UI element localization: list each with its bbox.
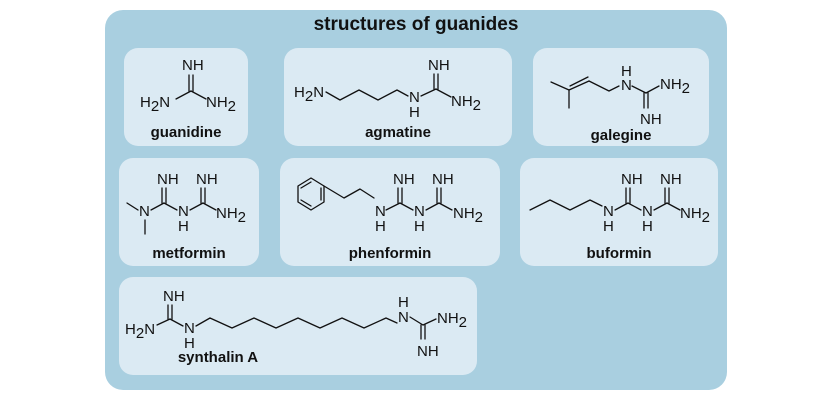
imine-nh-label: NH <box>428 57 450 74</box>
imine-nh-label-2: NH <box>660 171 682 188</box>
amine-h-label-left: H <box>184 335 195 352</box>
amine-n-label-right: N <box>398 309 409 326</box>
amine-h-label: H <box>409 104 420 121</box>
imine-nh-label-left: NH <box>163 288 185 305</box>
amine-nh2-label-right: NH2 <box>437 310 467 331</box>
amine-h-label-1: H <box>603 218 614 235</box>
amine-nh2-label: NH2 <box>680 205 710 226</box>
amine-h-label-2: H <box>642 218 653 235</box>
imine-nh-label-1: NH <box>393 171 415 188</box>
imine-nh-label-2: NH <box>196 171 218 188</box>
amine-nh2-label: NH2 <box>216 205 246 226</box>
compound-name-galegine: galegine <box>590 127 652 144</box>
compound-name-guanidine: guanidine <box>150 124 222 141</box>
amine-nh2-label-right: NH2 <box>206 94 236 115</box>
imine-nh-label-1: NH <box>157 171 179 188</box>
amine-nh2-label-right: NH2 <box>451 93 481 114</box>
diagram-title: structures of guanides <box>313 14 519 35</box>
amine-h-label-1: H <box>375 218 386 235</box>
structure-metformin: N NH N H NH NH2 <box>126 171 246 235</box>
amine-h-label: H <box>621 63 632 80</box>
card-synthalin-a: NH H2N N H H N NH2 NH synthalin A <box>119 277 477 375</box>
compound-name-metformin: metformin <box>152 245 226 262</box>
amine-nh2-label: NH2 <box>660 76 690 97</box>
imine-nh-label-right: NH <box>417 343 439 360</box>
amine-n-label-1: N <box>603 203 614 220</box>
card-guanidine: NH H2N NH2 guanidine <box>124 48 248 146</box>
structure-buformin: N H NH N H NH NH2 <box>529 171 710 235</box>
amine-n-label-left: N <box>184 320 195 337</box>
amine-h-label-2: H <box>414 218 425 235</box>
amine-nh2-label-left: H2N <box>125 321 155 342</box>
card-metformin: N NH N H NH NH2 metformin <box>119 158 259 266</box>
compound-name-synthalin-a: synthalin A <box>177 349 259 366</box>
card-buformin: N H NH N H NH NH2 buformin <box>520 158 718 266</box>
amine-n-label-2: N <box>642 203 653 220</box>
imine-nh-label: NH <box>640 111 662 128</box>
structure-synthalin-a: NH H2N N H H N NH2 NH <box>125 288 467 360</box>
dimethyl-n-label: N <box>139 203 150 220</box>
structure-galegine: H N NH2 NH <box>550 63 690 128</box>
amine-nh2-label: NH2 <box>453 205 483 226</box>
compound-name-phenformin: phenformin <box>348 245 432 262</box>
structure-agmatine: H2N N H NH NH2 <box>294 57 481 121</box>
compound-name-agmatine: agmatine <box>365 124 431 141</box>
amine-h-label-right: H <box>398 294 409 311</box>
compound-name-buformin: buformin <box>586 245 652 262</box>
benzene-ring <box>297 177 325 211</box>
structure-phenformin: N H NH N H NH NH2 <box>297 171 483 235</box>
amine-n-label-2: N <box>414 203 425 220</box>
amine-n-label: N <box>409 89 420 106</box>
imine-nh-label-1: NH <box>621 171 643 188</box>
imine-nh-label: NH <box>182 57 204 74</box>
card-phenformin: N H NH N H NH NH2 phenformin <box>280 158 500 266</box>
imine-nh-label-2: NH <box>432 171 454 188</box>
amine-n-label: N <box>621 77 632 94</box>
structure-guanidine: NH H2N NH2 <box>140 57 236 115</box>
card-galegine: H N NH2 NH galegine <box>533 48 709 146</box>
card-agmatine: H2N N H NH NH2 agmatine <box>284 48 512 146</box>
amine-n-label: N <box>178 203 189 220</box>
amine-h-label: H <box>178 218 189 235</box>
amine-nh2-label-left: H2N <box>140 94 170 115</box>
amine-n-label-1: N <box>375 203 386 220</box>
amine-nh2-label-left: H2N <box>294 84 324 105</box>
